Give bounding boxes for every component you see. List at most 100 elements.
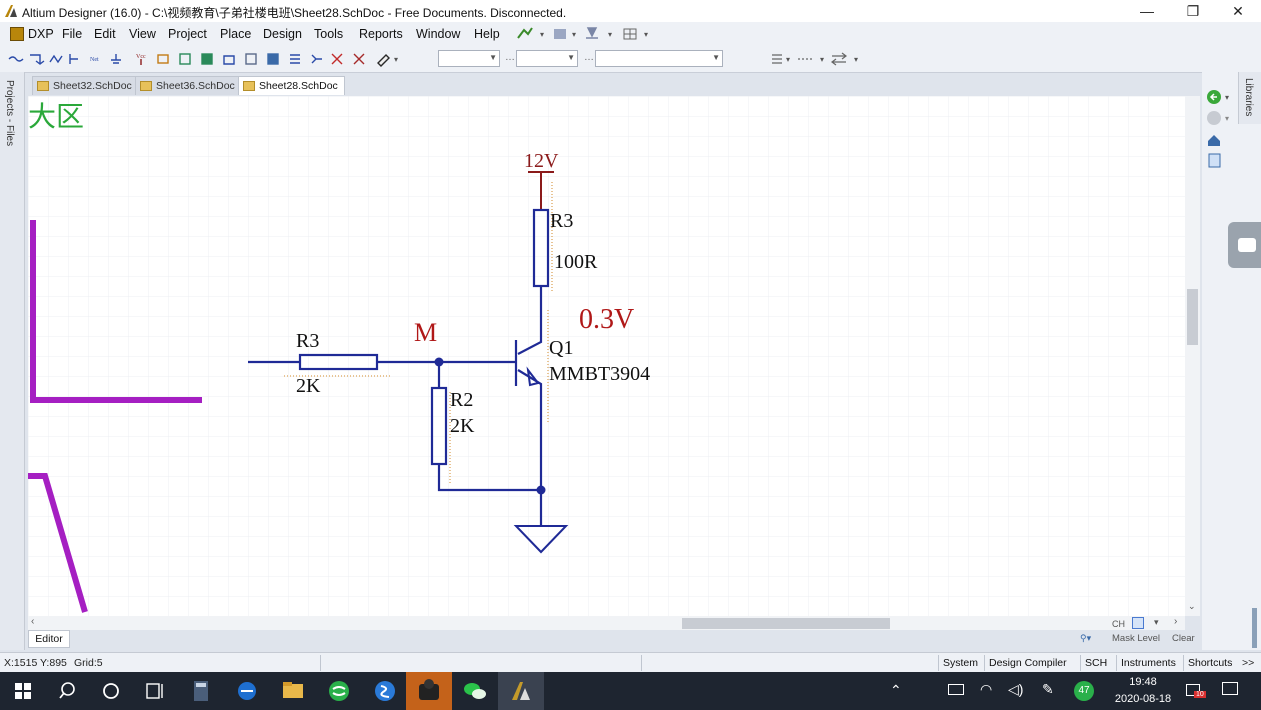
bus-lines[interactable] (28, 220, 202, 613)
menubar-tools-icon[interactable]: ▾ ▾ ▾ ▾ (516, 26, 656, 42)
window-title: Altium Designer (16.0) - C:\视频教育\子弟社楼电班\… (22, 6, 567, 20)
taskbar-date[interactable]: 2020-08-18 (1114, 693, 1172, 705)
close-button[interactable]: ✕ (1232, 3, 1244, 19)
r3-left-value: 2K (296, 375, 321, 397)
tab-sheet28[interactable]: Sheet28.SchDoc (238, 76, 345, 95)
menu-help[interactable]: Help (474, 27, 500, 41)
volume-icon[interactable]: ◁) (1008, 681, 1024, 697)
notification-count: 10 (1194, 691, 1206, 698)
mask-level-controls: CH ▾ › ⚲▾ Mask Level Clear (1080, 616, 1202, 648)
toolbar: Net Vcc ▾ ▼ … ▼ … ▼ ▾ ▾ (0, 46, 1261, 134)
navigation-icons[interactable]: ▾ ▾ (1206, 88, 1236, 174)
more-panels-button[interactable]: >> (1242, 657, 1255, 669)
dropdown-arrow-icon[interactable]: ▾ (1154, 617, 1159, 627)
grid-size: Grid:5 (74, 657, 103, 669)
menu-tools[interactable]: Tools (314, 27, 344, 41)
libraries-tab[interactable]: Libraries (1238, 72, 1261, 124)
right-panel: ▾ ▾ (1202, 72, 1261, 650)
menu-project[interactable]: Project (168, 27, 207, 41)
status-divider (320, 655, 321, 671)
horizontal-scroll-thumb[interactable] (682, 618, 890, 629)
lock-toggle-icon[interactable] (1132, 617, 1144, 629)
menu-place[interactable]: Place (220, 27, 252, 41)
network-icon[interactable]: ◠ (980, 681, 993, 697)
svg-text:▾: ▾ (394, 55, 398, 64)
toolbar-combo-2[interactable]: ▼ (516, 50, 578, 67)
system-panel-button[interactable]: System (938, 655, 982, 671)
ch-label: CH (1112, 619, 1125, 629)
voltage-annotation: 0.3V (579, 304, 634, 335)
wires[interactable] (248, 208, 550, 526)
toolbar-separator: … (505, 52, 515, 63)
wechat-icon[interactable] (452, 672, 498, 710)
schematic-canvas[interactable]: 大区 12V (28, 96, 1185, 616)
blue-app-icon[interactable] (362, 672, 408, 710)
emitter-arrow (526, 366, 540, 387)
wiring-toolbar-icons[interactable]: Net Vcc ▾ (6, 50, 436, 68)
green-app-icon[interactable] (316, 672, 362, 710)
badge-icon[interactable]: 47 (1074, 681, 1094, 701)
task-view-icon[interactable] (132, 672, 178, 710)
filter-icon[interactable]: ⚲▾ (1080, 633, 1092, 643)
tab-sheet32[interactable]: Sheet32.SchDoc (32, 76, 139, 95)
menu-bar: DXP File Edit View Project Place Design … (0, 22, 1261, 46)
restore-button[interactable]: ❐ (1186, 3, 1200, 19)
svg-text:▾: ▾ (644, 30, 648, 39)
left-panel-tab[interactable]: Projects - Files (0, 72, 25, 650)
minimize-button[interactable]: — (1140, 3, 1154, 19)
horizontal-scrollbar[interactable]: ‹ (28, 616, 1185, 630)
sch-panel-button[interactable]: SCH (1080, 655, 1111, 671)
file-explorer-icon[interactable] (270, 672, 316, 710)
active-app-icon[interactable] (406, 672, 452, 710)
svg-text:Net: Net (90, 57, 99, 63)
q1-designator: Q1 (549, 337, 573, 359)
schdoc-icon (37, 81, 49, 91)
notification-app-icon[interactable] (1186, 684, 1200, 696)
instruments-button[interactable]: Instruments (1116, 655, 1180, 671)
floating-panel-handle[interactable] (1228, 222, 1261, 268)
mask-level-button[interactable]: Mask Level (1112, 633, 1161, 644)
tray-expand-icon[interactable]: ⌃ (890, 682, 902, 698)
menu-window[interactable]: Window (416, 27, 461, 41)
taskbar-time[interactable]: 19:48 (1129, 676, 1157, 688)
schdoc-icon (140, 81, 152, 91)
align-toolbar-icons[interactable]: ▾ ▾ ▾ (770, 50, 866, 68)
edge-browser-icon[interactable] (224, 672, 270, 710)
clear-button[interactable]: Clear (1172, 633, 1195, 644)
shortcuts-button[interactable]: Shortcuts (1183, 655, 1236, 671)
schdoc-icon (243, 81, 255, 91)
menu-file[interactable]: File (62, 27, 83, 41)
altium-taskbar-icon[interactable] (498, 672, 544, 710)
tab-sheet36[interactable]: Sheet36.SchDoc (135, 76, 242, 95)
menu-dxp[interactable]: DXP (28, 27, 54, 41)
pen-icon[interactable]: ✎ (1042, 681, 1054, 697)
menu-view[interactable]: View (129, 27, 156, 41)
menu-reports[interactable]: Reports (359, 27, 403, 41)
action-center-icon[interactable] (1222, 682, 1238, 695)
toolbar-combo-1[interactable]: ▼ (438, 50, 500, 67)
cortana-icon[interactable] (88, 672, 134, 710)
title-bar: Altium Designer (16.0) - C:\视频教育\子弟社楼电班\… (0, 0, 1261, 22)
search-icon[interactable] (46, 672, 92, 710)
windows-taskbar: ⌃ ◠ ◁) ✎ 47 19:48 2020-08-18 10 (0, 672, 1261, 710)
windows-start-icon[interactable] (0, 672, 46, 710)
menu-design[interactable]: Design (263, 27, 302, 41)
scroll-left-arrow-icon[interactable]: ‹ (31, 616, 35, 627)
dxp-icon[interactable] (10, 27, 24, 41)
libraries-tab-label: Libraries (1243, 78, 1254, 117)
vertical-scrollbar[interactable]: ⌄ (1185, 96, 1200, 616)
calculator-icon[interactable] (178, 672, 224, 710)
editor-tab[interactable]: Editor (28, 630, 70, 648)
ground-symbol[interactable] (513, 525, 569, 554)
design-compiler-button[interactable]: Design Compiler (984, 655, 1071, 671)
toolbar-combo-3[interactable]: ▼ (595, 50, 723, 67)
altium-logo-icon (5, 5, 17, 17)
scroll-down-arrow-icon[interactable]: ⌄ (1188, 601, 1196, 611)
scroll-right-arrow-icon[interactable]: › (1174, 616, 1178, 627)
keyboard-icon[interactable] (948, 684, 964, 695)
schematic-drawing[interactable]: 大区 12V (28, 96, 1185, 616)
panel-slider-icon[interactable] (1252, 608, 1257, 648)
power-port-12v[interactable]: 12V (524, 150, 559, 210)
vertical-scroll-thumb[interactable] (1187, 289, 1198, 345)
menu-edit[interactable]: Edit (94, 27, 116, 41)
